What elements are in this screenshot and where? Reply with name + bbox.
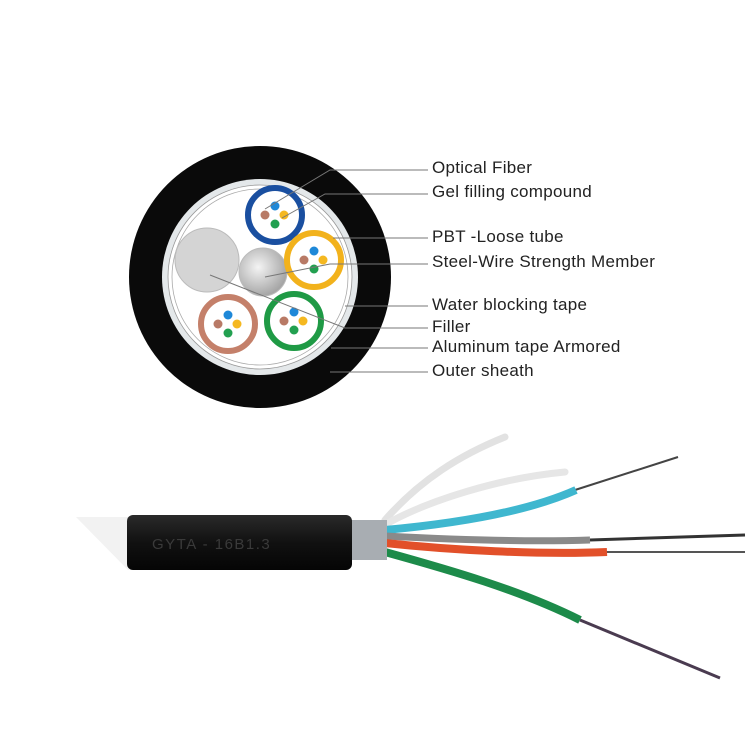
- fiber-black-2: [589, 533, 746, 542]
- fiber-orange: [384, 539, 608, 557]
- optical-fiber: [270, 219, 280, 229]
- loose-tube-blue: [245, 185, 305, 245]
- optical-fiber: [289, 325, 299, 335]
- label-pbt-loose-tube: PBT -Loose tube: [432, 227, 564, 246]
- leader-lines: [209, 169, 428, 373]
- optical-fiber: [270, 201, 280, 211]
- fiber-white-2: [384, 468, 569, 527]
- filler: [174, 227, 240, 293]
- optical-fiber: [318, 255, 328, 265]
- cable-print: GYTA - 16B1.3: [152, 536, 271, 553]
- cable-photo: GYTA - 16B1.3: [76, 433, 746, 680]
- optical-fiber: [289, 307, 299, 317]
- fiber-black-4: [579, 618, 721, 680]
- fiber-white-1: [381, 433, 509, 524]
- label-filler: Filler: [432, 317, 471, 336]
- loose-tube-yellow: [284, 230, 344, 290]
- label-steel-wire-strength-member: Steel-Wire Strength Member: [432, 252, 656, 271]
- optical-fiber: [232, 319, 242, 329]
- optical-fiber: [223, 328, 233, 338]
- cross-section: [129, 146, 428, 408]
- optical-fiber: [279, 210, 289, 220]
- optical-fiber: [260, 210, 270, 220]
- optical-fiber: [213, 319, 223, 329]
- label-aluminum-tape-armored: Aluminum tape Armored: [432, 337, 621, 356]
- cable-jacket: [127, 515, 352, 570]
- label-gel-filling-compound: Gel filling compound: [432, 182, 593, 201]
- optical-fiber: [309, 264, 319, 274]
- fiber-green: [383, 548, 582, 624]
- label-water-blocking-tape: Water blocking tape: [432, 295, 588, 314]
- fiber-grey: [384, 532, 591, 545]
- fiber-black-1: [574, 456, 679, 491]
- label-outer-sheath: Outer sheath: [432, 361, 534, 380]
- cable-cut-end: [76, 517, 135, 570]
- loose-tube-brown: [198, 294, 258, 354]
- optical-fiber: [309, 246, 319, 256]
- optical-fiber: [279, 316, 289, 326]
- label-optical-fiber: Optical Fiber: [432, 158, 533, 177]
- loose-tube-green: [264, 291, 324, 351]
- optical-fiber: [299, 255, 309, 265]
- optical-fiber: [223, 310, 233, 320]
- fiber-cyan: [384, 486, 578, 534]
- optical-fiber: [298, 316, 308, 326]
